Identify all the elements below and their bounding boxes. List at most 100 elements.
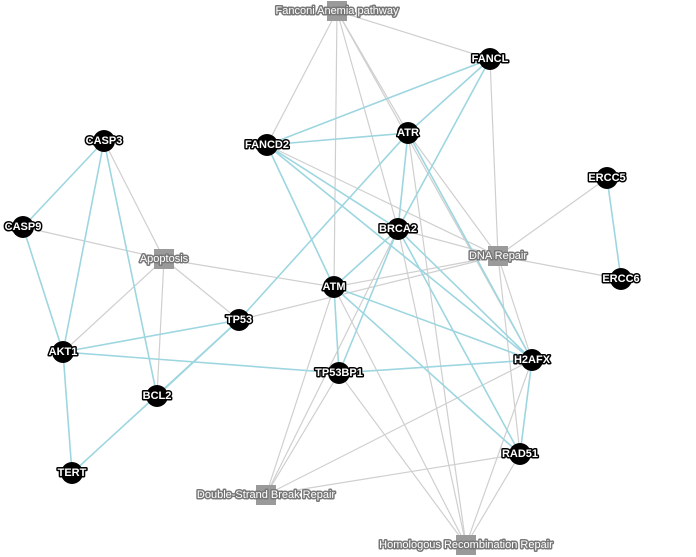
edge-fancl-atr xyxy=(407,58,491,134)
edge-atm-hrr xyxy=(333,286,467,546)
label-akt1: AKT1 xyxy=(49,346,78,358)
edge-fancd2-h2afx xyxy=(266,144,533,361)
node-brca2[interactable] xyxy=(387,218,409,240)
edge-bcl2-apoptosis xyxy=(156,258,165,397)
edge-brca2-h2afx xyxy=(397,228,533,361)
label-h2afx: H2AFX xyxy=(514,354,551,366)
label-dsb: Double-Strand Break Repair xyxy=(197,489,336,501)
edge-brca2-tp53bp1 xyxy=(338,228,399,374)
edge-tp53bp1-dsb xyxy=(265,372,340,496)
edge-fancl-brca2 xyxy=(397,58,491,230)
label-fancl: FANCL xyxy=(472,53,509,65)
label-brca2: BRCA2 xyxy=(379,223,417,235)
edge-fanconi-atm xyxy=(333,10,338,288)
edge-akt1-apoptosis xyxy=(62,258,165,353)
edge-tp53bp1-h2afx xyxy=(338,359,533,374)
label-atr: ATR xyxy=(397,127,419,139)
label-ercc6: ERCC6 xyxy=(602,273,639,285)
edge-casp3-apoptosis xyxy=(103,140,165,260)
node-casp3[interactable] xyxy=(93,130,115,152)
node-ercc5[interactable] xyxy=(596,167,618,189)
node-fancd2[interactable] xyxy=(256,134,278,156)
node-dnarepair[interactable] xyxy=(488,246,508,266)
node-dsb[interactable] xyxy=(256,485,276,505)
edge-ercc5-dnarepair xyxy=(497,177,608,257)
edge-brca2-hrr xyxy=(397,228,467,546)
node-fanconi[interactable] xyxy=(327,1,347,21)
edge-fanconi-brca2 xyxy=(336,10,399,230)
label-fancd2: FANCD2 xyxy=(245,139,289,151)
edge-casp3-bcl2 xyxy=(103,140,158,397)
edge-tp53bp1-hrr xyxy=(338,372,467,546)
edge-fanconi-fancl xyxy=(336,10,491,60)
edge-atr-dnarepair xyxy=(407,132,499,257)
node-tert[interactable] xyxy=(61,462,83,484)
node-akt1[interactable] xyxy=(52,341,74,363)
edge-h2afx-hrr xyxy=(465,359,533,546)
label-tp53: TP53 xyxy=(226,314,252,326)
node-ercc6[interactable] xyxy=(610,268,632,290)
label-apoptosis: Apoptosis xyxy=(140,253,189,265)
edge-atr-tp53 xyxy=(238,132,409,321)
edge-ercc6-dnarepair xyxy=(497,255,622,280)
edge-fancd2-brca2 xyxy=(266,144,399,230)
edge-tp53-bcl2 xyxy=(156,319,240,397)
edge-atr-brca2 xyxy=(397,132,409,230)
edge-rad51-hrr xyxy=(465,453,521,546)
node-atm[interactable] xyxy=(323,276,345,298)
edge-fancd2-dnarepair xyxy=(266,144,499,257)
edge-casp9-akt1 xyxy=(22,226,64,353)
label-fanconi: Fanconi Anemia pathway xyxy=(276,5,399,17)
node-bcl2[interactable] xyxy=(146,385,168,407)
edge-fanconi-fancd2 xyxy=(266,10,338,146)
node-casp9[interactable] xyxy=(12,216,34,238)
edge-rad51-dsb xyxy=(265,453,521,496)
edge-h2afx-dsb xyxy=(265,359,533,496)
node-fancl[interactable] xyxy=(479,48,501,70)
label-tp53bp1: TP53BP1 xyxy=(315,367,363,379)
label-atm: ATM xyxy=(322,281,345,293)
edge-brca2-rad51 xyxy=(397,228,521,455)
label-tert: TERT xyxy=(58,467,87,479)
nodes-layer xyxy=(12,1,632,555)
edge-brca2-dsb xyxy=(265,228,399,496)
label-bcl2: BCL2 xyxy=(143,390,172,402)
edge-casp9-apoptosis xyxy=(22,226,165,260)
edge-atr-h2afx xyxy=(407,132,533,361)
edge-ercc5-ercc6 xyxy=(606,177,622,280)
edge-fancd2-atr xyxy=(266,132,409,146)
node-h2afx[interactable] xyxy=(521,349,543,371)
edge-fancd2-atm xyxy=(266,144,335,288)
edge-rad51-dnarepair xyxy=(497,255,521,455)
edge-brca2-atm xyxy=(333,228,399,288)
edge-h2afx-dnarepair xyxy=(497,255,533,361)
node-atr[interactable] xyxy=(397,122,419,144)
edge-atm-apoptosis xyxy=(163,258,335,288)
edge-tp53-apoptosis xyxy=(163,258,240,321)
label-rad51: RAD51 xyxy=(502,448,538,460)
edge-fancl-fancd2 xyxy=(266,58,491,146)
edge-casp3-akt1 xyxy=(62,140,105,353)
edge-atm-rad51 xyxy=(333,286,521,455)
edge-h2afx-rad51 xyxy=(519,359,533,455)
edge-brca2-dnarepair xyxy=(397,228,499,257)
label-dnarepair: DNA Repair xyxy=(469,250,527,262)
gene-interaction-edges xyxy=(22,58,622,474)
node-tp53bp1[interactable] xyxy=(328,362,350,384)
node-tp53[interactable] xyxy=(228,309,250,331)
label-hrr: Homologous Recombination Repair xyxy=(379,539,553,551)
node-rad51[interactable] xyxy=(509,443,531,465)
node-hrr[interactable] xyxy=(456,535,476,555)
node-apoptosis[interactable] xyxy=(154,249,174,269)
edge-akt1-tp53 xyxy=(62,319,240,353)
edge-atr-hrr xyxy=(407,132,467,546)
category-edges xyxy=(22,10,622,546)
edge-fancl-dnarepair xyxy=(489,58,499,257)
edge-atm-dsb xyxy=(265,286,335,496)
label-ercc5: ERCC5 xyxy=(588,172,625,184)
edge-atm-dnarepair xyxy=(333,255,499,288)
edge-atm-tp53bp1 xyxy=(333,286,340,374)
edge-casp3-casp9 xyxy=(22,140,105,228)
